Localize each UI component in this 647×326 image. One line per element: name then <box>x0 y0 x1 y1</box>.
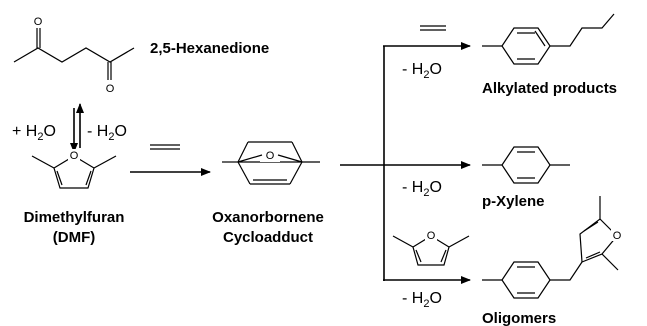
plus-water-label: + H2O <box>12 123 56 143</box>
furan-oxygen-label: O <box>427 230 436 242</box>
hexanedione-structure: O O <box>13 16 135 95</box>
dmf-reagent-structure: O <box>392 229 470 266</box>
furan-oxygen-label: O <box>613 230 622 242</box>
bridge-oxygen-label: O <box>266 150 275 162</box>
equilibrium-arrows <box>70 103 84 153</box>
carbonyl-oxygen-label: O <box>106 83 115 95</box>
pxylene-label: p-Xylene <box>482 193 545 210</box>
hexanedione-label: 2,5-Hexanedione <box>150 40 269 57</box>
oxanorbornene-label-line2: Cycloadduct <box>223 229 313 246</box>
alkylated-product-structure <box>482 13 615 65</box>
minus-water-label: - H2O <box>87 123 127 143</box>
dmf-abbrev-label: (DMF) <box>53 229 95 246</box>
oligomers-label: Oligomers <box>482 310 556 326</box>
dmf-name-label: Dimethylfuran <box>24 209 125 226</box>
minus-water-label: - H2O <box>402 61 442 81</box>
oligomer-structure: O <box>482 196 623 299</box>
furan-oxygen-label: O <box>70 150 79 162</box>
ethylene-reagent <box>150 144 180 150</box>
branch-arrows <box>340 42 471 284</box>
pxylene-structure <box>482 146 570 184</box>
carbonyl-oxygen-label: O <box>34 16 43 28</box>
oxanorbornene-label-line1: Oxanorbornene <box>212 209 324 226</box>
minus-water-label: - H2O <box>402 290 442 310</box>
dmf-structure: O <box>31 149 117 189</box>
oxanorbornene-structure: O <box>222 141 320 185</box>
minus-water-label: - H2O <box>402 179 442 199</box>
alkylated-products-label: Alkylated products <box>482 80 617 97</box>
ethylene-reagent <box>420 25 446 31</box>
